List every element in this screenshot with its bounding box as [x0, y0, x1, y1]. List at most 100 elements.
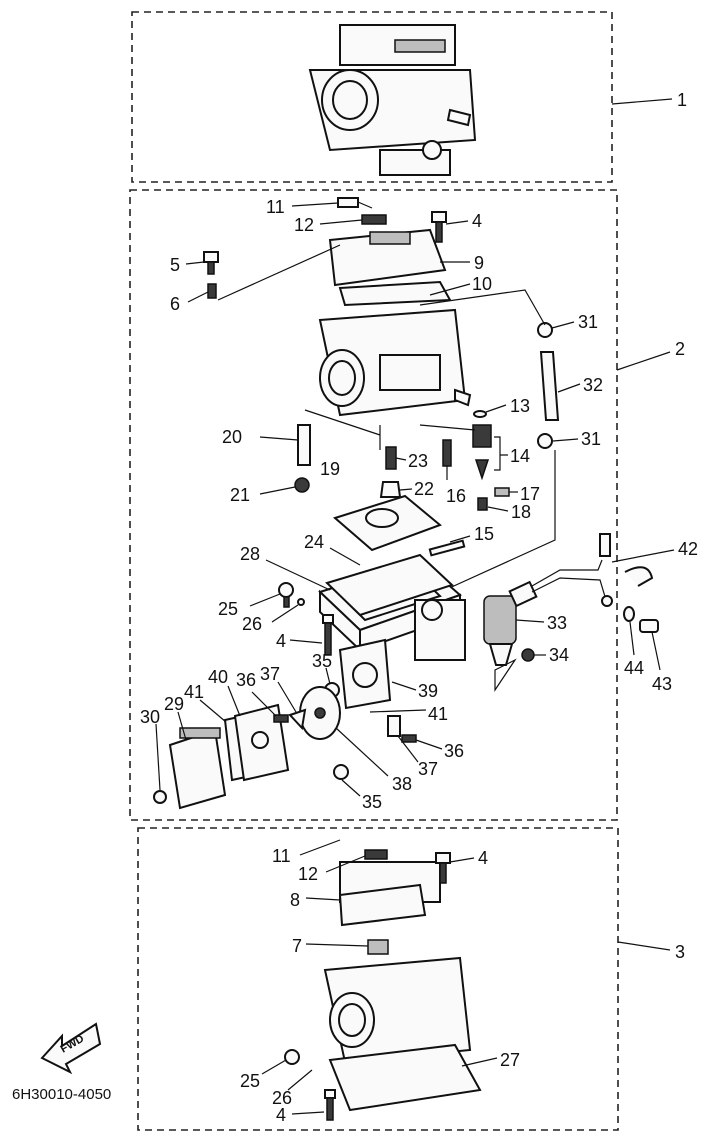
clip-17-drawing	[494, 487, 510, 497]
callout-16: 16	[446, 486, 466, 506]
callout-1: 1	[677, 90, 687, 110]
wire-2	[531, 577, 607, 601]
callout-2: 2	[675, 339, 685, 359]
enrichener-body-drawing	[414, 599, 466, 661]
hose-32-drawing	[539, 351, 560, 421]
jet-21-drawing	[294, 477, 310, 493]
callout-34: 34	[549, 645, 569, 665]
callout-41-right: 41	[428, 704, 448, 724]
screw-34-drawing	[521, 648, 535, 662]
screw-25-drawing	[278, 582, 294, 608]
callout-42: 42	[678, 539, 698, 559]
carburetor-assembly-drawing-bottom	[323, 849, 482, 1112]
washer-13-drawing	[473, 410, 487, 418]
diagram-code: 6H30010-4050	[12, 1086, 111, 1103]
callouts-box-2: 11 12 4 5 9 6 10 31 32 13 20 23 14 19 22…	[140, 197, 698, 812]
spring-6-drawing	[207, 283, 217, 299]
guide-31	[419, 289, 546, 326]
clamp-42-drawing	[624, 566, 654, 587]
float-19-drawing	[332, 494, 442, 552]
callout-24: 24	[304, 532, 324, 552]
callout-17: 17	[520, 484, 540, 504]
screw-36-right-drawing	[401, 734, 417, 743]
callout-31-bottom: 31	[581, 429, 601, 449]
callout-39: 39	[418, 681, 438, 701]
jet-22-drawing	[379, 481, 402, 498]
screw-30-drawing	[153, 790, 167, 804]
callout-23: 23	[408, 451, 428, 471]
screw-4-bottom2-drawing	[324, 1089, 336, 1121]
assembly-box-2	[129, 189, 618, 821]
washer-44-drawing	[623, 606, 635, 622]
callouts-box-3: 11 4 12 8 7 25 27 26 4	[240, 839, 520, 1125]
callout-28: 28	[240, 544, 260, 564]
callout-44: 44	[624, 658, 644, 678]
callout-7: 7	[292, 936, 302, 956]
guide-31b	[444, 450, 556, 591]
callout-4-bottom2: 4	[276, 1105, 286, 1125]
callout-36-right: 36	[444, 741, 464, 761]
callout-5: 5	[170, 255, 180, 275]
callout-29: 29	[164, 694, 184, 714]
callout-26: 26	[242, 614, 262, 634]
assembly-box-3	[137, 827, 619, 1131]
screw-4-mid-drawing	[322, 614, 334, 656]
leader-1	[611, 98, 673, 105]
callout-13: 13	[510, 396, 530, 416]
callout-26-bottom: 26	[272, 1088, 292, 1108]
cover-29-drawing	[168, 727, 227, 810]
callout-4-mid: 4	[276, 631, 286, 651]
clip-37b-drawing	[387, 715, 401, 737]
guide-solenoid	[494, 658, 517, 692]
callout-12-bottom: 12	[298, 864, 318, 884]
callout-4-top: 4	[472, 211, 482, 231]
callout-22: 22	[414, 479, 434, 499]
callout-36-left: 36	[236, 670, 256, 690]
screw-25-bottom-drawing	[284, 1049, 300, 1065]
callout-8: 8	[290, 890, 300, 910]
callout-35-bottom: 35	[362, 792, 382, 812]
callout-21: 21	[230, 485, 250, 505]
callout-18: 18	[511, 502, 531, 522]
bolt-43-drawing	[639, 619, 659, 633]
pin-15-drawing	[428, 539, 466, 557]
callout-3: 3	[675, 942, 685, 962]
callout-37-left: 37	[260, 664, 280, 684]
leader-3	[617, 941, 671, 951]
guide-body-jets	[304, 409, 476, 450]
needle-valve-14-drawing	[472, 424, 492, 481]
top-cover-drawing	[328, 228, 452, 307]
callout-9: 9	[474, 253, 484, 273]
callout-31-top: 31	[578, 312, 598, 332]
callout-37-right: 37	[418, 759, 438, 779]
gasket-37-drawing	[288, 708, 307, 731]
callout-40: 40	[208, 667, 228, 687]
callout-10: 10	[472, 274, 492, 294]
assembly-box-1	[131, 11, 613, 183]
callout-27: 27	[500, 1050, 520, 1070]
carburetor-body-drawing	[318, 308, 472, 417]
jet-23-drawing	[385, 446, 397, 470]
callout-11-bottom: 11	[272, 846, 291, 866]
callout-6: 6	[170, 294, 180, 314]
plate-40-drawing	[233, 703, 290, 782]
connector-drawing	[599, 533, 613, 607]
callout-25-bottom: 25	[240, 1071, 260, 1091]
wire-1	[531, 559, 603, 587]
clip-31-drawing	[537, 322, 553, 449]
diaphragm-38-drawing	[299, 686, 341, 740]
oring-26-drawing	[297, 598, 305, 606]
callout-12: 12	[294, 215, 314, 235]
leader-2	[616, 351, 671, 371]
callout-4-bottom: 4	[478, 848, 488, 868]
nut-35b-drawing	[333, 764, 349, 780]
callout-15: 15	[474, 524, 494, 544]
screw-16-drawing	[442, 439, 452, 467]
gasket-24-drawing	[325, 553, 454, 617]
callout-35-top: 35	[312, 651, 332, 671]
callout-14: 14	[510, 446, 530, 466]
screw-4-bottom-drawing	[435, 852, 451, 884]
screw-5-drawing	[203, 251, 219, 275]
jet-20-drawing	[297, 424, 311, 466]
